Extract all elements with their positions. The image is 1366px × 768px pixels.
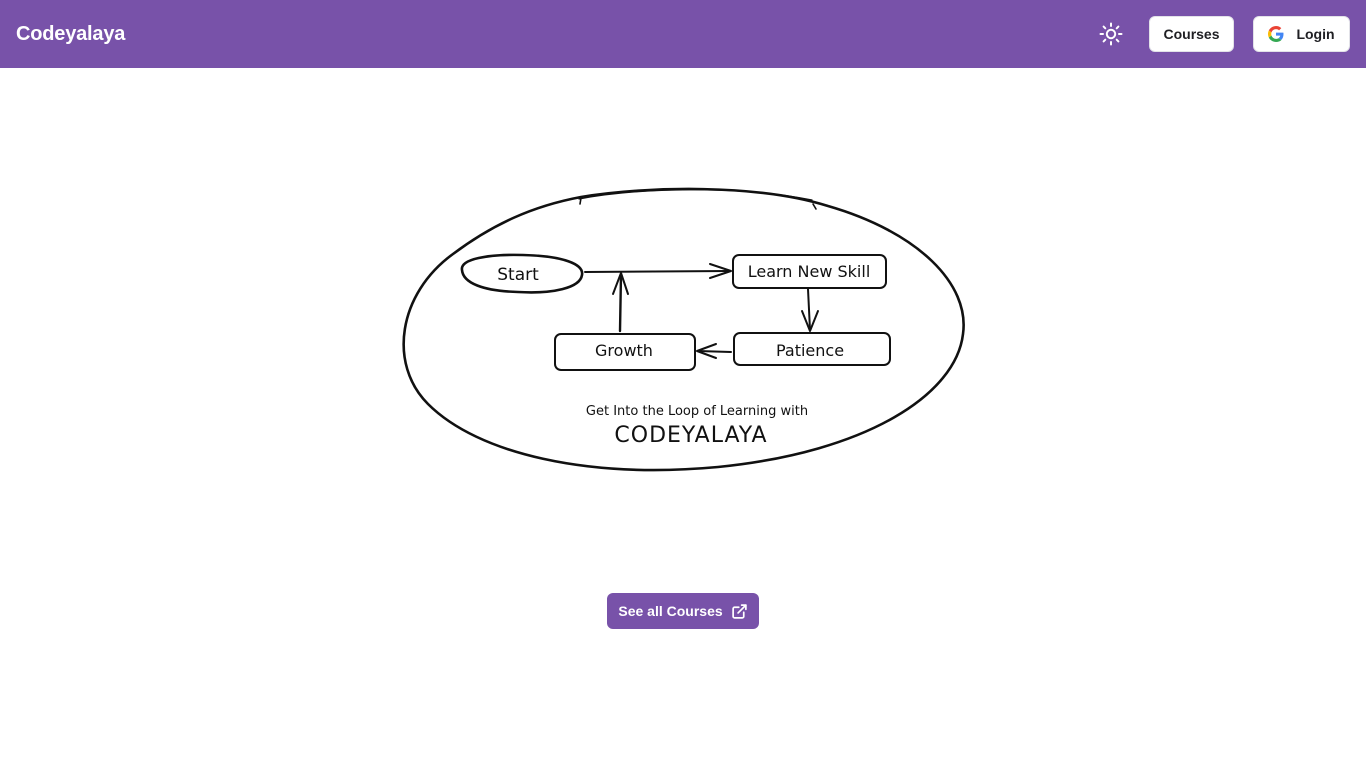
growth-node-label: Growth bbox=[595, 341, 653, 360]
growth-node-shape bbox=[554, 333, 696, 371]
see-all-courses-label: See all Courses bbox=[618, 603, 723, 619]
learn-node-shape bbox=[732, 254, 887, 289]
login-button-label: Login bbox=[1296, 26, 1335, 42]
learn-node-label: Learn New Skill bbox=[748, 262, 871, 281]
courses-button[interactable]: Courses bbox=[1149, 16, 1234, 52]
patience-node-shape bbox=[733, 332, 891, 366]
external-link-icon bbox=[731, 603, 747, 619]
brand-logo[interactable]: Codeyalaya bbox=[16, 22, 126, 45]
arrow-patience-to-growth bbox=[697, 350, 732, 353]
nav-actions: Courses Login bbox=[1095, 16, 1350, 52]
google-icon bbox=[1268, 26, 1284, 42]
arrow-growth-to-loop bbox=[618, 272, 623, 333]
arrow-learn-to-patience bbox=[807, 288, 811, 331]
tagline: Get Into the Loop of Learning with bbox=[586, 404, 808, 419]
wordmark: CODEYALAYA bbox=[614, 423, 767, 448]
arrow-start-to-learn bbox=[584, 270, 731, 273]
navbar: Codeyalaya Courses bbox=[0, 0, 1366, 68]
learning-loop-sketch: Start Learn New Skill Patience Growth Ge… bbox=[402, 187, 965, 472]
theme-toggle-button[interactable] bbox=[1095, 18, 1127, 50]
start-node-shape bbox=[460, 253, 584, 294]
outer-ellipse bbox=[402, 187, 965, 472]
sun-icon bbox=[1099, 22, 1123, 46]
courses-button-label: Courses bbox=[1163, 26, 1220, 42]
see-all-courses-button[interactable]: See all Courses bbox=[607, 593, 759, 629]
patience-node-label: Patience bbox=[776, 341, 844, 360]
start-node-label: Start bbox=[497, 265, 539, 285]
login-button[interactable]: Login bbox=[1253, 16, 1350, 52]
learning-loop-diagram: Start Learn New Skill Patience Growth Ge… bbox=[398, 184, 970, 476]
